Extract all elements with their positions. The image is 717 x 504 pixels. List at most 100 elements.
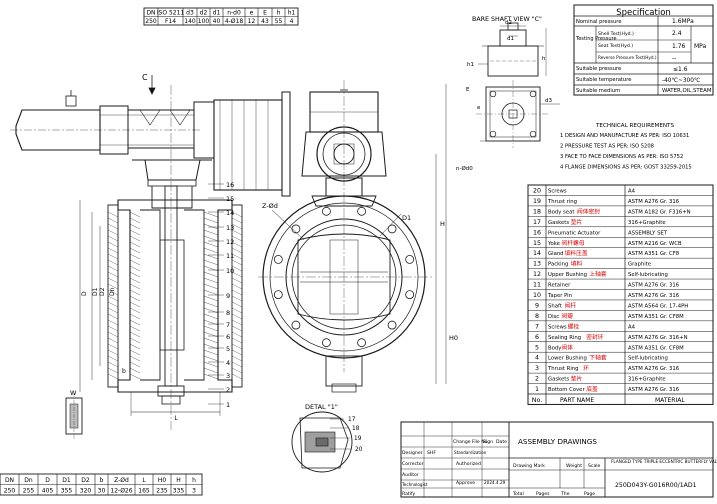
cad-stroke (231, 361, 243, 368)
bom-row-name: Thrust ring (547, 199, 577, 205)
cad-stroke (107, 367, 119, 374)
cad-stroke (231, 271, 243, 278)
cad-stroke (129, 367, 141, 374)
spec-reverse-value: -- (672, 55, 676, 62)
spec-reverse-label: Reverse Pressure Test(Hyd.) (598, 55, 657, 60)
bom-row-no: 14 (533, 250, 541, 257)
cad-stroke (203, 373, 219, 380)
cad-stroke (107, 343, 119, 350)
tb-auditor: Auditor (402, 472, 419, 478)
bom-row-no: 18 (533, 208, 541, 215)
cad-stroke (129, 211, 141, 218)
top-table-header: ISO 5211 (157, 10, 185, 17)
cad-stroke (231, 337, 243, 344)
tb-drawing-mark: Drawing Mark (513, 463, 545, 469)
bom-row-cn: 阀体密封 (577, 207, 600, 215)
cad-stroke (129, 319, 141, 326)
tb-designer-name: SHF (427, 450, 436, 456)
bom-row-name: Upper Bushing (548, 272, 587, 278)
top-table-header: d1 (213, 10, 221, 17)
spec-seat-value: 1.76 (672, 43, 686, 50)
bom-row-material: Self-lubricating (628, 272, 668, 278)
bom-row-name: Body seat (548, 209, 574, 215)
part-callout: 1 (226, 401, 230, 409)
bom-row-cn: 下轴套 (589, 354, 607, 362)
cad-stroke (127, 109, 195, 149)
bom-row-name: Shaft (548, 303, 562, 309)
tech-item: 4 FLANGE DIMENSIONS AS PER: GOST 33259-2… (560, 165, 692, 171)
bom-row-material: 316+Graphite (628, 220, 666, 226)
part-callout: 2 (226, 386, 230, 394)
cad-stroke (203, 229, 219, 236)
view-c-label: C (142, 73, 148, 82)
cad-stroke (203, 355, 219, 362)
title-product: FLANGED TYPE TRIPLE ECCENTRIC BUTTERFLY … (611, 459, 717, 464)
cad-stroke (129, 241, 141, 248)
bom-row-name: Disc (548, 314, 559, 320)
bom-row-material: ASTM A276 Gr. 316+N (628, 335, 688, 341)
tb-approve-date: 2024.4.29 (484, 480, 506, 485)
bom-row-name: Gaskets (548, 377, 569, 383)
cad-stroke (231, 211, 243, 218)
bottom-table-cell: 355 (61, 487, 73, 494)
part-callout: 10 (226, 267, 234, 275)
cad-stroke (129, 259, 141, 266)
bom-row-material: ASTM A216 Gr. WCB (628, 241, 682, 247)
bom-row-material: 316+Graphite (628, 377, 666, 383)
cad-stroke (203, 319, 219, 326)
cad-stroke (65, 95, 77, 107)
cad-stroke (107, 361, 119, 368)
bom-row-material: ASSEMBLY SET (628, 230, 668, 236)
cad-stroke (129, 349, 141, 356)
bom-row-material: ASTM A276 Gr. 316 (628, 387, 680, 393)
cad-stroke (231, 367, 243, 374)
tb-date: Date (496, 439, 507, 445)
dim-H0-label: H0 (449, 334, 458, 342)
bottom-table-cell: 30 (98, 487, 106, 494)
cad-stroke (231, 301, 243, 308)
bom-row-cn: 垫片 (571, 375, 583, 383)
part-callout: 12 (226, 238, 234, 246)
tb-designer: Designer (402, 450, 423, 456)
bottom-table-header: D2 (81, 477, 90, 484)
dim-nd0-label: n-Ød0 (456, 165, 473, 172)
bom-row-material: ASTM A351 Gr. CF8M (628, 345, 684, 351)
cad-stroke (203, 271, 219, 278)
cad-stroke (405, 290, 415, 299)
dim-D1-side-label: D1 (92, 287, 99, 296)
cad-stroke (144, 159, 201, 181)
spec-sp-label: Suitable pressure (576, 66, 621, 72)
cad-stroke (231, 223, 243, 230)
cad-stroke (203, 247, 219, 254)
cad-stroke (273, 290, 283, 299)
bom-row-cn: 密封环 (586, 333, 604, 341)
top-table-cell: 250 (145, 18, 157, 25)
dim-z-label: Z-Ød (262, 202, 278, 210)
part-callout: 4 (226, 359, 230, 367)
cad-stroke (231, 343, 243, 350)
bottom-table-header: L (142, 477, 146, 484)
cad-stroke (297, 233, 391, 321)
cad-stroke (151, 186, 193, 209)
cad-stroke (107, 289, 119, 296)
cad-stroke (203, 235, 219, 242)
cad-stroke (203, 301, 219, 308)
bom-row-material: ASTM A182 Gr. F316+N (628, 209, 691, 215)
bom-row-cn: 填料压盖 (565, 249, 588, 257)
cad-stroke (129, 283, 141, 290)
detail-callout: 19 (354, 436, 362, 442)
cad-stroke (129, 247, 141, 254)
spec-st-label: Suitable temperature (576, 77, 631, 83)
bottom-table-cell: 165 (138, 487, 150, 494)
cad-stroke (231, 307, 243, 314)
cad-stroke (129, 355, 141, 362)
bottom-table-header: H0 (158, 477, 167, 484)
cad-stroke (107, 295, 119, 302)
detail-callout: 18 (352, 426, 360, 432)
bom-row-cn: 底盖 (586, 385, 598, 393)
bom-row-material: ASTM A276 Gr. 316 (628, 293, 680, 299)
top-table-cell: F14 (165, 18, 176, 25)
cad-stroke (140, 209, 161, 381)
cad-stroke (231, 373, 243, 380)
